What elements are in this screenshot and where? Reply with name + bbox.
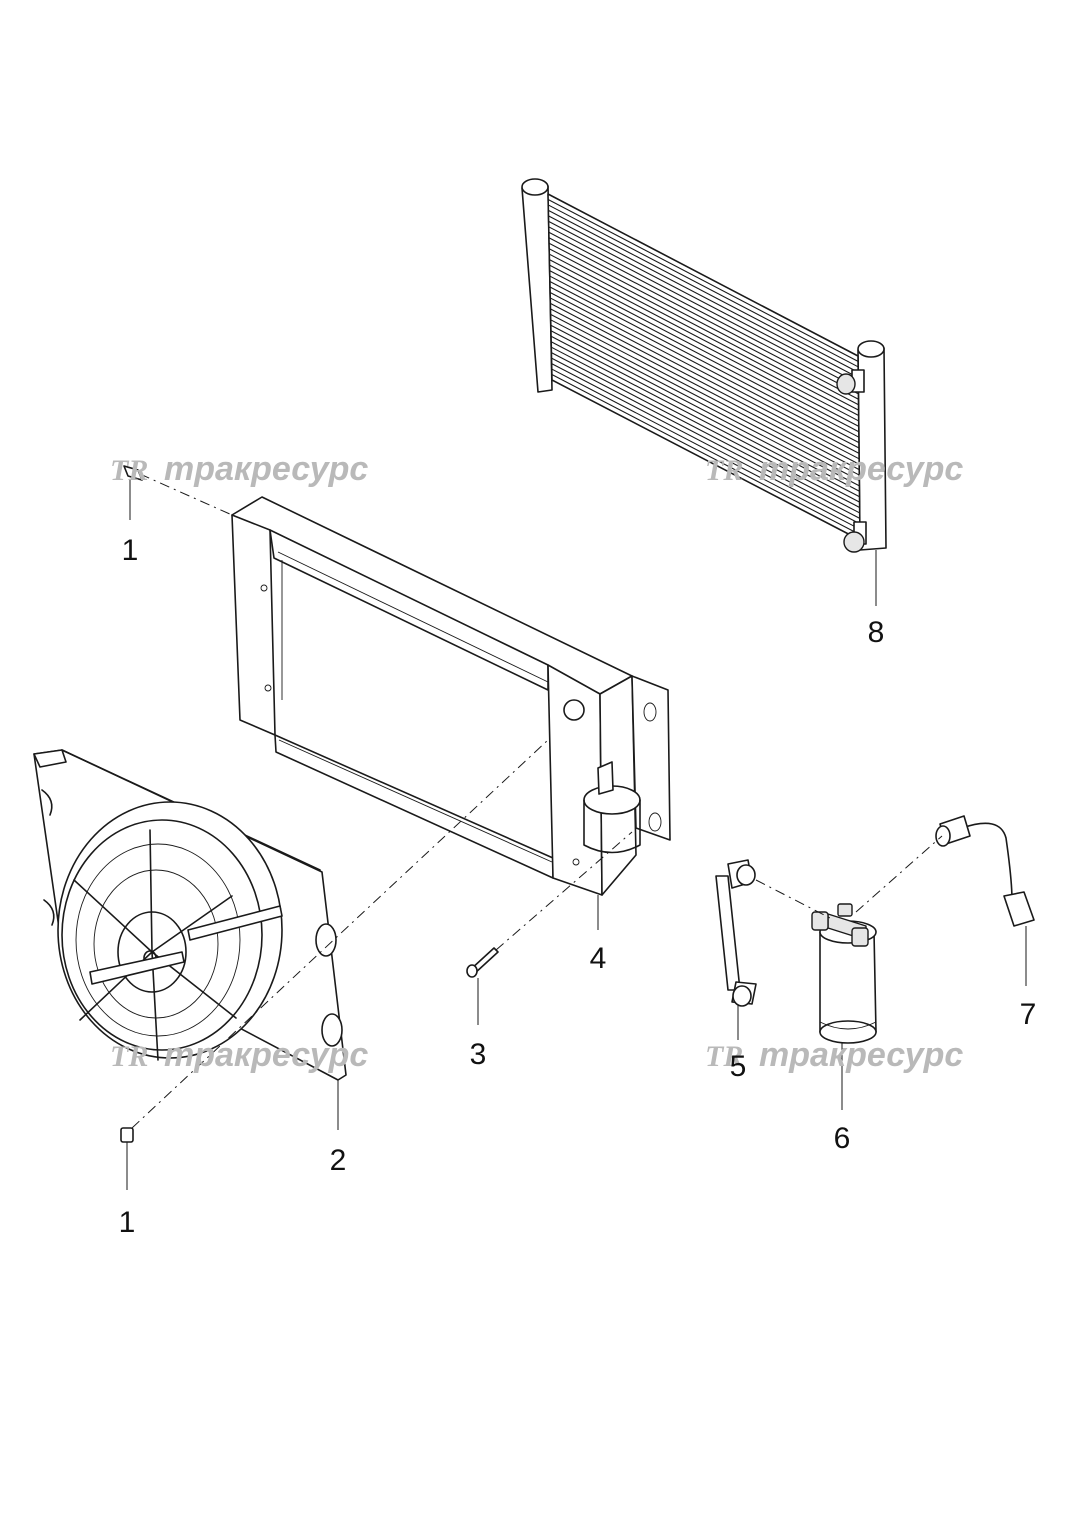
condenser-fin — [550, 335, 860, 498]
condenser-fin — [548, 248, 859, 411]
condenser-fin — [548, 231, 859, 395]
callout-7: 7 — [1020, 998, 1037, 1031]
hose-part-5 — [715, 859, 757, 1007]
watermark-bottom-right: TR тракресурс — [705, 1036, 963, 1074]
bolt-part-1-bottom — [120, 1127, 134, 1143]
condenser-fin — [551, 374, 861, 536]
condenser-fin — [550, 313, 860, 476]
watermark-text: тракресурс — [164, 450, 368, 488]
condenser-fin — [551, 363, 861, 525]
callout-2: 2 — [330, 1144, 347, 1177]
assembly-lines — [131, 473, 943, 1129]
condenser-fin — [548, 237, 859, 400]
watermark-top-left: TR тракресурс — [110, 450, 368, 488]
condenser-fin — [548, 220, 859, 384]
watermark-top-right: TR тракресурс — [705, 450, 963, 488]
condenser-fin — [549, 281, 860, 444]
condenser-fin — [550, 308, 860, 471]
condenser-fin — [549, 291, 860, 454]
callout-8: 8 — [868, 616, 885, 649]
watermark-bottom-left: TR тракресурс — [110, 1036, 368, 1074]
condenser-fin — [547, 198, 859, 362]
condenser-fin — [548, 215, 859, 379]
condenser-fin — [549, 297, 860, 460]
bolt-part-1-top — [123, 465, 143, 481]
condenser-fin — [549, 253, 859, 417]
condenser-fin — [548, 209, 859, 373]
watermark-text: тракресурс — [759, 1036, 963, 1074]
pressure-switch-part-7 — [935, 815, 1035, 927]
condenser-fin — [547, 204, 859, 368]
watermark-logo: TR — [705, 454, 743, 487]
condenser-fin — [550, 330, 860, 492]
condenser-fin — [550, 341, 860, 503]
callout-4: 4 — [590, 942, 607, 975]
condenser-fin — [549, 286, 860, 449]
condenser-part-8 — [521, 178, 887, 553]
callout-1-bottom: 1 — [119, 1206, 136, 1239]
condenser-fin — [549, 270, 860, 433]
shroud-frame-part-4 — [231, 496, 671, 896]
condenser-fins — [547, 198, 861, 536]
condenser-fin — [551, 346, 860, 509]
callout-6: 6 — [834, 1122, 851, 1155]
watermark-logo: TR — [705, 1040, 743, 1073]
watermark-text: тракресурс — [164, 1036, 368, 1074]
receiver-drier-part-6 — [811, 903, 877, 1044]
callout-1-top: 1 — [122, 534, 139, 567]
condenser-fin — [549, 259, 859, 422]
condenser-fin — [548, 242, 859, 406]
condenser-fin — [551, 352, 860, 514]
callout-3: 3 — [470, 1038, 487, 1071]
fan-shroud-part-2 — [33, 749, 347, 1081]
condenser-fin — [551, 368, 861, 530]
bolt-part-3 — [466, 947, 499, 978]
condenser-fin — [550, 319, 860, 481]
watermark-logo: TR — [110, 454, 148, 487]
leader-lines — [126, 480, 1027, 1190]
condenser-fin — [549, 275, 860, 438]
callout-5: 5 — [730, 1050, 747, 1083]
condenser-fin — [548, 226, 859, 389]
condenser-fin — [550, 302, 860, 465]
condenser-fin — [549, 264, 860, 427]
condenser-fin — [551, 357, 861, 519]
condenser-fin — [550, 324, 860, 487]
watermark-logo: TR — [110, 1040, 148, 1073]
watermark-text: тракресурс — [759, 450, 963, 488]
